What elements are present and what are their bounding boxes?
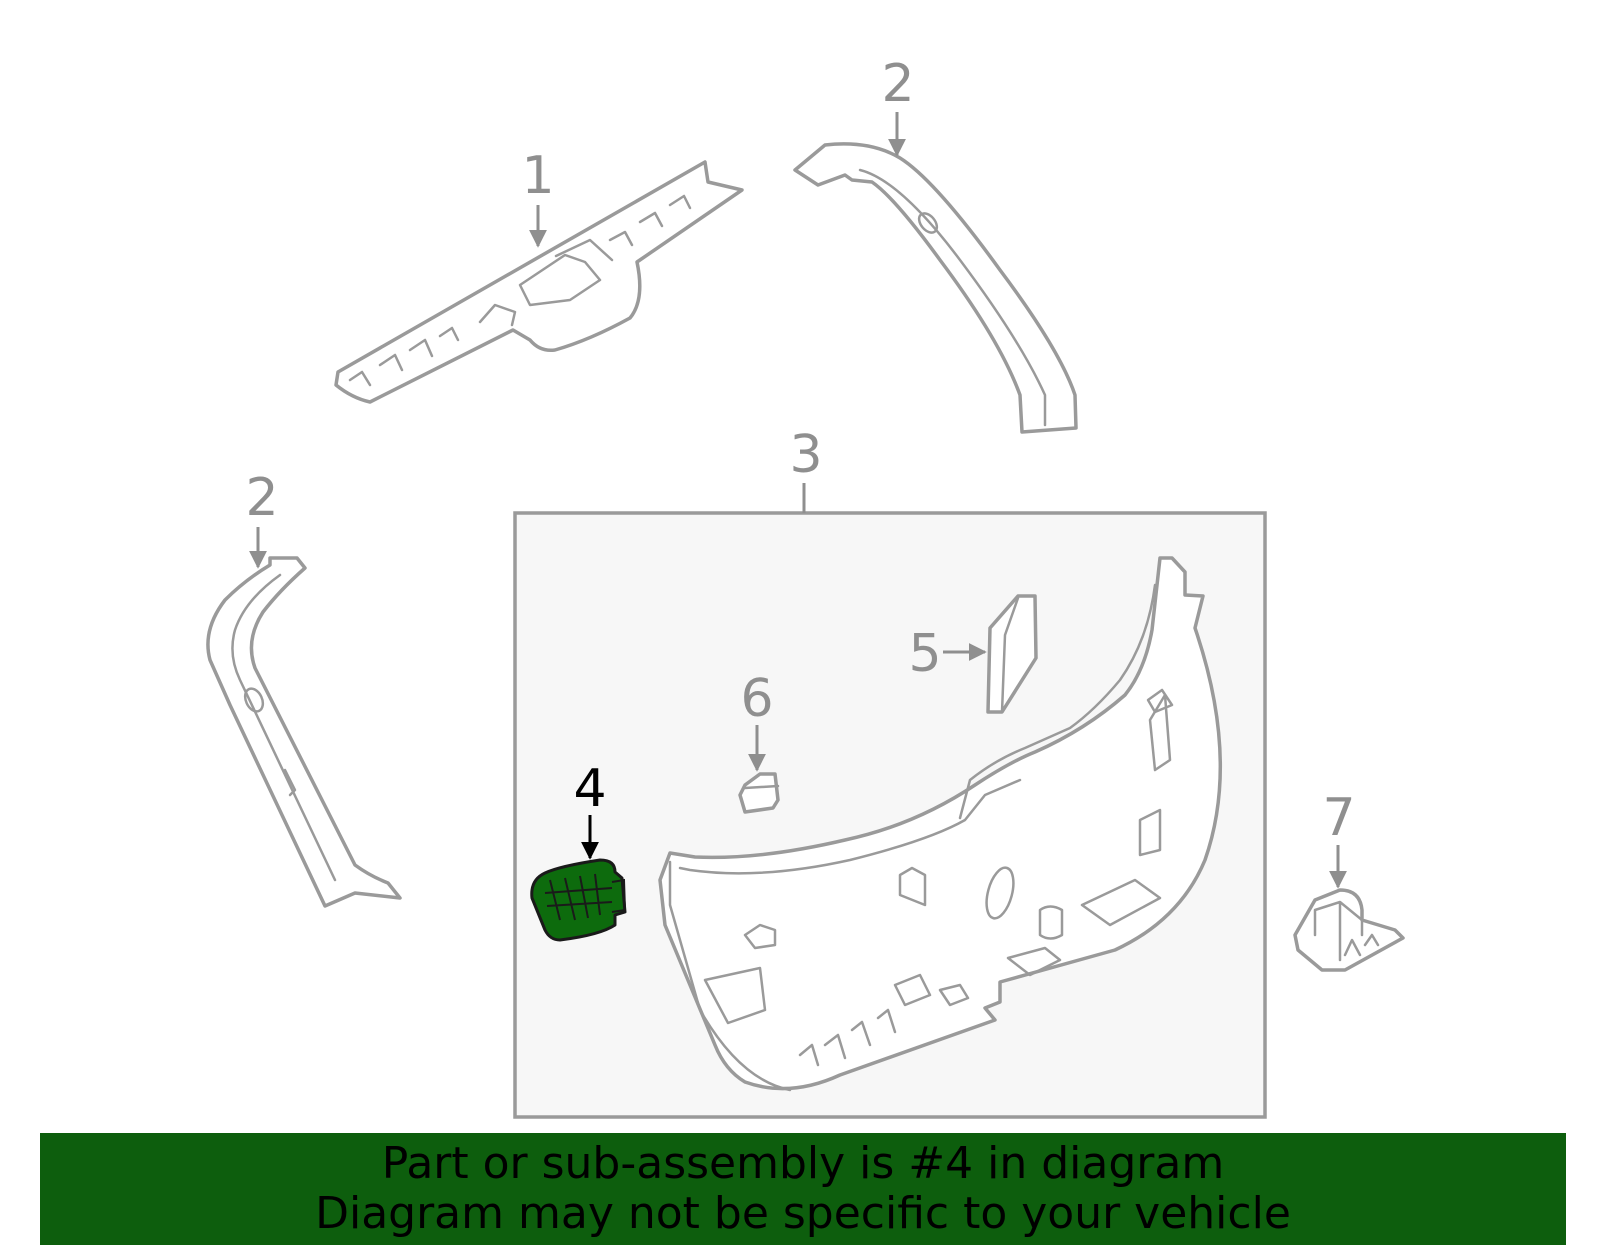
banner-line-part-info: Part or sub-assembly is #4 in diagram bbox=[381, 1138, 1225, 1189]
part-5-pad bbox=[986, 594, 1038, 714]
callout-5: 5 bbox=[908, 624, 941, 684]
callout-4[interactable]: 4 bbox=[573, 759, 606, 819]
callout-1: 1 bbox=[521, 146, 554, 206]
part-2-right-pillar-trim bbox=[793, 142, 1078, 434]
part-2-left-pillar-trim bbox=[206, 556, 402, 908]
callout-2a: 2 bbox=[881, 54, 914, 114]
callout-3: 3 bbox=[789, 425, 822, 485]
callout-7: 7 bbox=[1322, 788, 1355, 848]
part-4-highlighted-component[interactable] bbox=[530, 858, 627, 942]
part-3-liftgate-trim-panel bbox=[658, 556, 1223, 1092]
callout-6: 6 bbox=[740, 669, 773, 729]
banner-line-disclaimer: Diagram may not be specific to your vehi… bbox=[315, 1188, 1291, 1239]
part-6-clip bbox=[738, 772, 780, 814]
part-1-upper-trim bbox=[334, 160, 744, 404]
info-banner: Part or sub-assembly is #4 in diagram Di… bbox=[40, 1133, 1566, 1245]
part-7-lamp bbox=[1293, 888, 1405, 972]
callout-2b: 2 bbox=[245, 468, 278, 528]
